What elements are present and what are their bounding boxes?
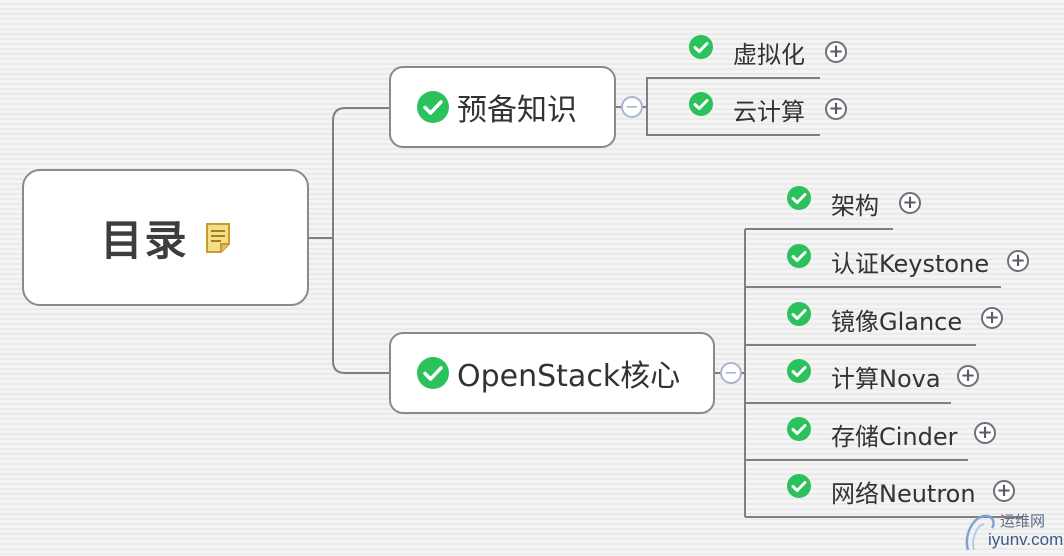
branch-label: OpenStack核心: [457, 359, 681, 394]
check-icon: [417, 357, 449, 389]
leaf-glance[interactable]: 镜像Glance: [787, 296, 962, 342]
leaf-label: 网络Neutron: [831, 479, 976, 508]
expand-button[interactable]: +: [993, 480, 1015, 502]
leaf-architecture[interactable]: 架构: [787, 180, 879, 226]
check-icon: [787, 186, 811, 210]
leaf-virtualization[interactable]: 虚拟化: [689, 29, 805, 75]
check-icon: [689, 35, 713, 59]
expand-button[interactable]: +: [974, 422, 996, 444]
watermark-logo-icon: [965, 514, 995, 551]
root-node[interactable]: 目录: [22, 169, 309, 306]
watermark-en: iyunv.com: [988, 530, 1064, 549]
expand-button[interactable]: +: [899, 192, 921, 214]
branch-node-openstack-core[interactable]: OpenStack核心: [389, 332, 715, 414]
watermark-cn: 运维网: [1000, 512, 1046, 530]
root-title: 目录: [100, 216, 189, 265]
leaf-nova[interactable]: 计算Nova: [787, 353, 941, 399]
leaf-keystone[interactable]: 认证Keystone: [787, 238, 989, 284]
expand-button[interactable]: +: [981, 307, 1003, 329]
root-connector: [309, 107, 389, 374]
check-icon: [787, 417, 811, 441]
leaf-label: 虚拟化: [733, 40, 805, 69]
leaf-neutron[interactable]: 网络Neutron: [787, 468, 976, 514]
leaf-label: 镜像Glance: [831, 307, 963, 336]
watermark: 运维网 iyunv.com: [962, 510, 1064, 554]
branch-label: 预备知识: [457, 93, 577, 128]
check-icon: [787, 302, 811, 326]
leaf-label: 架构: [831, 191, 879, 220]
leaf-label: 云计算: [733, 97, 805, 126]
leaf-cloud-computing[interactable]: 云计算: [689, 86, 805, 132]
collapse-button[interactable]: −: [720, 362, 742, 384]
leaf-label: 计算Nova: [831, 364, 941, 393]
expand-button[interactable]: +: [1007, 250, 1029, 272]
expand-button[interactable]: +: [825, 98, 847, 120]
check-icon: [417, 91, 449, 123]
leaf-label: 认证Keystone: [831, 249, 990, 278]
leaf-cinder[interactable]: 存储Cinder: [787, 411, 958, 457]
collapse-button[interactable]: −: [621, 96, 643, 118]
check-icon: [689, 92, 713, 116]
check-icon: [787, 359, 811, 383]
expand-button[interactable]: +: [957, 365, 979, 387]
expand-button[interactable]: +: [825, 41, 847, 63]
note-icon[interactable]: [205, 222, 231, 254]
leaf-label: 存储Cinder: [831, 422, 958, 451]
branch-node-prerequisites[interactable]: 预备知识: [389, 66, 616, 148]
check-icon: [787, 474, 811, 498]
check-icon: [787, 244, 811, 268]
